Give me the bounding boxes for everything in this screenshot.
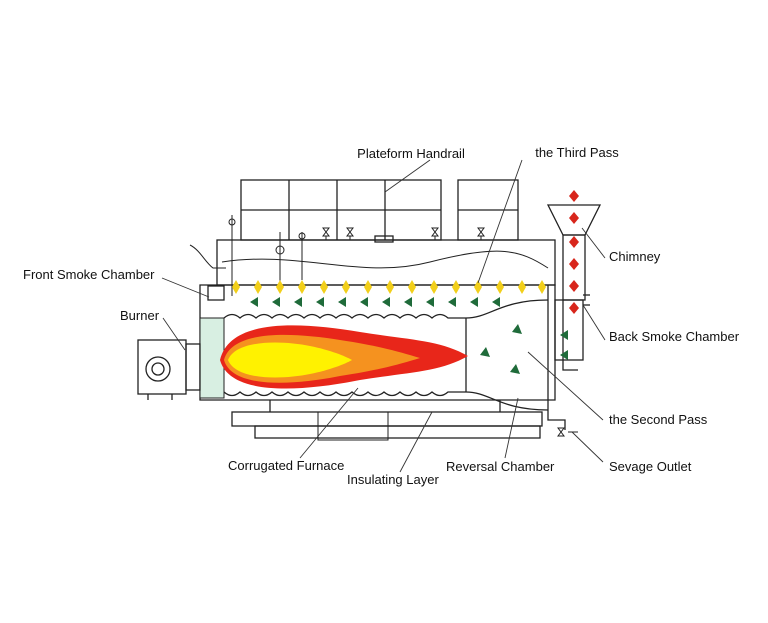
label-chimney: Chimney	[609, 249, 661, 264]
label-front-smoke-chamber: Front Smoke Chamber	[23, 267, 155, 282]
chimney-arrows	[569, 190, 579, 314]
third-pass-arrows	[232, 280, 546, 294]
label-reversal-chamber: Reversal Chamber	[446, 459, 555, 474]
front-smoke-chamber	[199, 285, 225, 399]
label-second-pass: the Second Pass	[609, 412, 708, 427]
flame	[220, 325, 468, 389]
label-insulating-layer: Insulating Layer	[347, 472, 439, 487]
label-burner: Burner	[120, 308, 160, 323]
platform-handrail	[240, 179, 519, 241]
leader-lines	[161, 159, 606, 473]
label-corrugated-furnace: Corrugated Furnace	[228, 458, 344, 473]
sewage-outlet	[547, 400, 578, 437]
reversal-chamber	[547, 285, 590, 400]
label-third-pass: the Third Pass	[535, 145, 619, 160]
burner	[137, 339, 201, 400]
chimney	[546, 204, 602, 371]
second-pass-arrows	[250, 297, 568, 374]
label-back-smoke-chamber: Back Smoke Chamber	[609, 329, 740, 344]
label-platform-handrail: Plateform Handrail	[357, 146, 465, 161]
label-sewage-outlet: Sevage Outlet	[609, 459, 692, 474]
